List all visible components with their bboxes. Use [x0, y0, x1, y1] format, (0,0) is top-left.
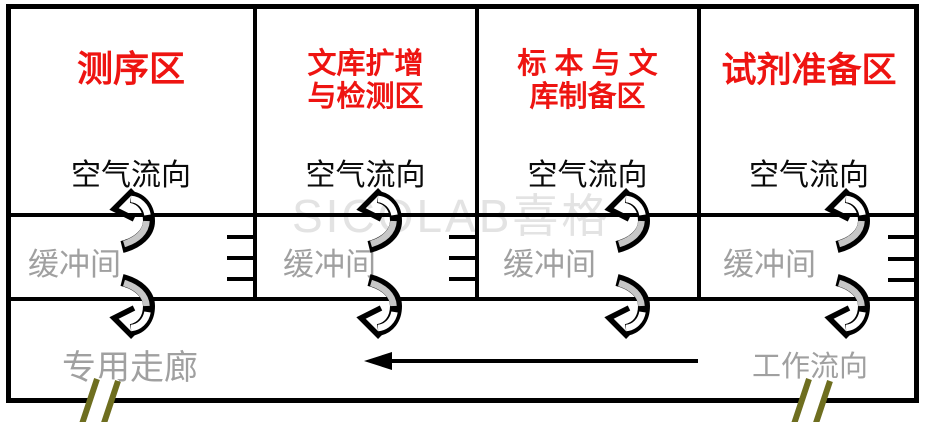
zone-title-reagent-prep: 试剂准备区 — [700, 52, 918, 90]
buffer-room-label: 缓冲间 — [28, 247, 121, 282]
door-opening-icon — [79, 378, 121, 422]
zone-title-line: 文库扩增 — [307, 48, 424, 80]
zone-title-line: 试剂准备区 — [721, 51, 897, 90]
wall-bottom — [6, 398, 919, 403]
work-flow-label: 工作流向 — [752, 351, 869, 383]
zone-title-line: 标 本 与 文 — [517, 48, 658, 80]
wall-top — [6, 4, 919, 9]
zone-title-line: 与检测区 — [307, 81, 424, 113]
buffer-room-label: 缓冲间 — [503, 247, 596, 282]
wall-buffer-bottom — [6, 297, 919, 301]
curved-airflow-up-icon — [105, 185, 161, 261]
curved-airflow-up-icon — [600, 185, 656, 261]
door-opening-icon — [791, 378, 833, 422]
work-flow-arrow-icon — [364, 352, 698, 370]
curved-airflow-down-icon — [105, 266, 161, 342]
air-flow-label: 空气流向 — [749, 159, 869, 192]
zone-title-line: 测序区 — [76, 48, 185, 89]
curved-airflow-up-icon — [820, 185, 876, 261]
wall-left — [6, 4, 11, 403]
wall-divider-1 — [253, 4, 257, 301]
buffer-room-label: 缓冲间 — [283, 247, 376, 282]
zone-title-specimen-prep: 标 本 与 文 库制备区 — [478, 48, 697, 114]
wall-right — [914, 4, 919, 403]
wall-divider-3 — [697, 4, 701, 301]
air-flow-label: 空气流向 — [305, 159, 426, 192]
air-flow-label: 空气流向 — [527, 159, 648, 192]
curved-airflow-down-icon — [820, 266, 876, 342]
zone-title-line: 库制备区 — [529, 81, 646, 113]
wall-divider-2 — [475, 4, 479, 301]
wall-buffer-top — [6, 213, 919, 217]
curved-airflow-down-icon — [600, 266, 656, 342]
corridor-label: 专用走廊 — [62, 350, 198, 387]
curved-airflow-down-icon — [352, 266, 408, 342]
curved-airflow-up-icon — [352, 185, 408, 261]
zone-title-sequencing: 测序区 — [8, 50, 254, 88]
buffer-room-label: 缓冲间 — [723, 247, 816, 282]
air-flow-label: 空气流向 — [71, 159, 191, 192]
zone-title-library-amplification: 文库扩增 与检测区 — [256, 48, 475, 114]
